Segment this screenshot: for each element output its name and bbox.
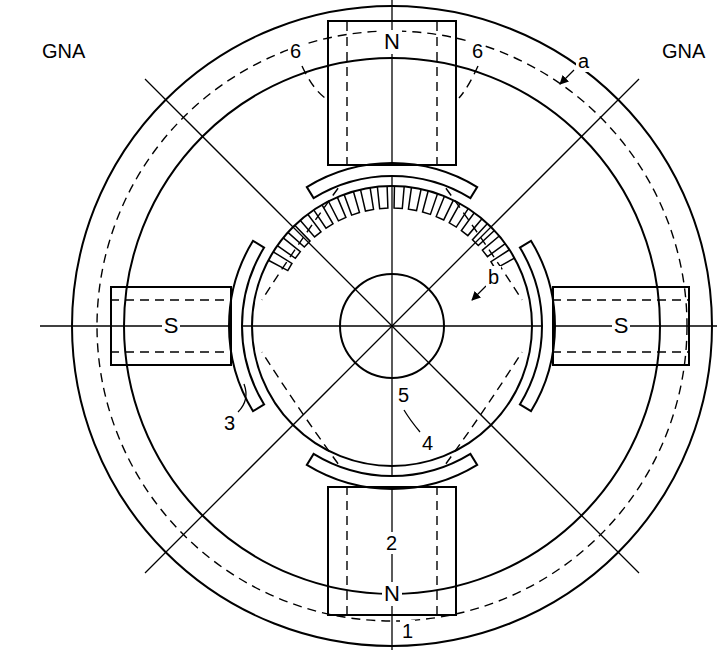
flux-path — [262, 352, 347, 476]
axis-label: GNA — [660, 40, 707, 62]
flux-path — [436, 22, 437, 166]
armature-slot — [436, 196, 453, 220]
leader-line — [560, 70, 574, 84]
pole-letter: N — [382, 582, 402, 606]
armature-slot — [344, 191, 359, 215]
flux-path — [552, 299, 690, 300]
leader-line — [404, 410, 420, 432]
callout-number: 4 — [420, 432, 435, 454]
axis-label: GNA — [40, 40, 87, 62]
callout-number: 5 — [396, 384, 411, 406]
armature-slot — [328, 197, 345, 221]
flux-path — [437, 176, 522, 300]
armature-slot — [449, 204, 468, 227]
pole-letter: S — [162, 314, 181, 338]
pole-letter: N — [382, 30, 402, 54]
flux-path — [436, 486, 437, 616]
pole-body: S — [552, 286, 690, 366]
armature-slot — [377, 186, 388, 209]
pole-shoe — [307, 454, 477, 489]
callout-letter: a — [576, 50, 591, 72]
leakage-flux — [302, 66, 325, 98]
flux-path — [437, 352, 522, 476]
callout-number: 3 — [222, 412, 237, 434]
leader-line — [472, 286, 486, 300]
flux-path — [110, 299, 232, 300]
flux-path — [110, 351, 232, 352]
armature-slot — [300, 214, 321, 237]
flux-path — [262, 176, 347, 300]
flux-path — [552, 351, 690, 352]
pole-shoe — [520, 241, 555, 411]
armature-slot — [423, 191, 438, 215]
armature-slot — [268, 252, 292, 271]
armature-slot — [394, 186, 404, 208]
pole-shoe — [307, 163, 477, 198]
pole-body: S — [110, 286, 232, 366]
leader-line — [238, 384, 246, 412]
armature-slot — [408, 187, 421, 210]
flux-path — [346, 486, 347, 616]
flux-path — [97, 31, 687, 621]
callout-number: 6 — [470, 40, 485, 62]
flux-path — [346, 22, 347, 166]
armature-slot — [314, 205, 333, 228]
callout-number: 6 — [288, 40, 303, 62]
pole-letter: S — [612, 314, 631, 338]
pole-shoe — [229, 241, 264, 411]
pole-body: N — [327, 20, 457, 166]
leakage-flux — [459, 66, 478, 98]
callout-number: 2 — [384, 532, 399, 554]
armature-slot — [361, 188, 374, 211]
armature-slot — [482, 236, 505, 257]
callout-number: 1 — [400, 620, 415, 642]
callout-letter: b — [486, 266, 501, 288]
